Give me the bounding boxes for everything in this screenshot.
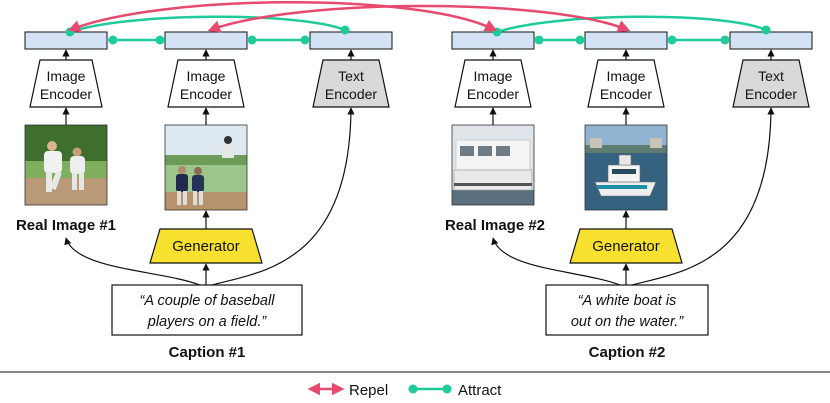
arrow-caption-to-text-encoder: [211, 107, 355, 286]
caption-box-2: “A white boat is out on the water.”: [545, 284, 709, 336]
encoder-label-line2: Encoder: [745, 86, 797, 102]
caption-line-2: players on a field.”: [147, 314, 268, 330]
generator-label: Generator: [592, 238, 660, 255]
text-encoder-1: Text Encoder: [312, 59, 390, 108]
encoder-label-line1: Image: [47, 68, 86, 84]
generator-label: Generator: [172, 238, 240, 255]
legend: Repel Attract: [307, 382, 502, 399]
caption-label-1: Caption #1: [169, 344, 246, 361]
encoder-label-line1: Image: [187, 68, 226, 84]
image-encoder-generated-2: Image Encoder: [587, 59, 665, 108]
generator-2: Generator: [569, 228, 683, 264]
attract-connector-2b: [667, 35, 730, 45]
arrow-caption-to-real-image: [491, 237, 621, 286]
embedding-generated-image-1: [164, 31, 248, 50]
attract-dot-icon: [442, 384, 452, 394]
attract-connector-2a: [534, 35, 585, 45]
embedding-real-image-1: [24, 31, 108, 50]
encoder-label-line2: Encoder: [600, 86, 652, 102]
embedding-generated-image-2: [584, 31, 668, 50]
arrow-caption-to-real-image: [64, 237, 201, 286]
legend-repel: Repel: [307, 382, 388, 399]
group-1: Image Encoder Image Encoder Text Encoder: [16, 31, 393, 361]
real-image-2: [451, 124, 535, 206]
repel-arc-2: [207, 4, 631, 33]
encoder-label-line1: Text: [338, 68, 364, 84]
encoder-label-line2: Encoder: [40, 86, 92, 102]
legend-attract: Attract: [408, 382, 502, 399]
encoder-label-line2: Encoder: [467, 86, 519, 102]
embedding-real-image-2: [451, 31, 535, 50]
real-image-1: [24, 124, 108, 206]
caption-label-2: Caption #2: [589, 344, 666, 361]
encoder-label-line2: Encoder: [180, 86, 232, 102]
attract-dot-icon: [408, 384, 418, 394]
arrow-caption-to-text-encoder: [631, 107, 775, 286]
encoder-label-line1: Text: [758, 68, 784, 84]
embedding-text-2: [729, 31, 813, 50]
real-image-label-1: Real Image #1: [16, 217, 116, 234]
real-image-label-2: Real Image #2: [445, 217, 545, 234]
legend-repel-label: Repel: [349, 382, 388, 399]
encoder-label-line2: Encoder: [325, 86, 377, 102]
caption-line-2: out on the water.”: [571, 314, 684, 330]
embedding-text-1: [309, 31, 393, 50]
caption-line-1: “A couple of baseball: [140, 293, 276, 309]
caption-line-1: “A white boat is: [578, 293, 677, 309]
attract-dot: [761, 25, 771, 35]
caption-box-1: “A couple of baseball players on a field…: [111, 284, 303, 336]
image-encoder-real-1: Image Encoder: [29, 59, 103, 108]
generated-image-2: [584, 124, 668, 211]
attract-arc-2: [496, 15, 767, 34]
generator-1: Generator: [149, 228, 263, 264]
encoder-label-line1: Image: [607, 68, 646, 84]
attract-connector-1b: [247, 35, 310, 45]
image-encoder-generated-1: Image Encoder: [167, 59, 245, 108]
generated-image-1: [164, 124, 248, 211]
repel-arc-1: [67, 1, 498, 33]
group-2: Image Encoder Image Encoder Text Encoder: [445, 31, 813, 361]
cross-pair-connections: [65, 1, 771, 37]
text-encoder-2: Text Encoder: [732, 59, 810, 108]
image-encoder-real-2: Image Encoder: [454, 59, 532, 108]
legend-attract-label: Attract: [458, 382, 502, 399]
attract-dot: [340, 25, 350, 35]
encoder-label-line1: Image: [474, 68, 513, 84]
attract-connector-1a: [107, 35, 165, 45]
